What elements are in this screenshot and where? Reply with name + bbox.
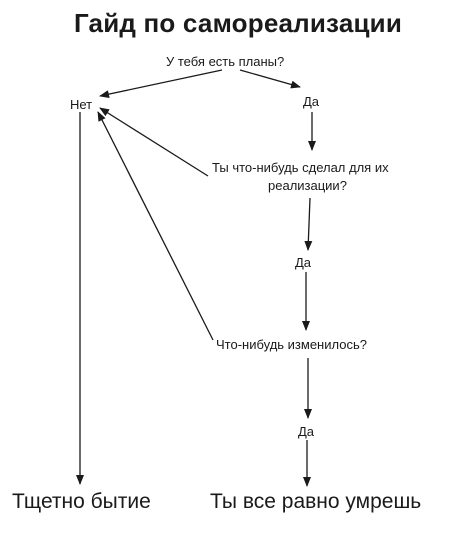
node-no: Нет bbox=[70, 97, 93, 112]
edge-plans-to-yes bbox=[239, 69, 301, 89]
node-yes-3: Да bbox=[298, 424, 315, 439]
node-yes-1: Да bbox=[303, 94, 320, 109]
edge-did-something-to-no bbox=[99, 107, 209, 177]
node-did-something-line1: Ты что-нибудь сделал для их bbox=[212, 160, 389, 175]
outcome-you-will-die: Ты все равно умрешь bbox=[210, 490, 422, 513]
node-plans-question: У тебя есть планы? bbox=[166, 54, 285, 69]
edge-did-something-to-yes2 bbox=[304, 197, 313, 251]
diagram-title: Гайд по самореализации bbox=[73, 8, 403, 38]
outcome-futile-being: Тщетно бытие bbox=[12, 490, 151, 513]
edge-plans-to-no bbox=[99, 69, 223, 99]
node-changed-question: Что-нибудь изменилось? bbox=[216, 337, 367, 352]
edge-changed-to-no bbox=[97, 111, 214, 341]
node-did-something-line2: реализации? bbox=[268, 178, 347, 193]
node-yes-2: Да bbox=[295, 255, 312, 270]
